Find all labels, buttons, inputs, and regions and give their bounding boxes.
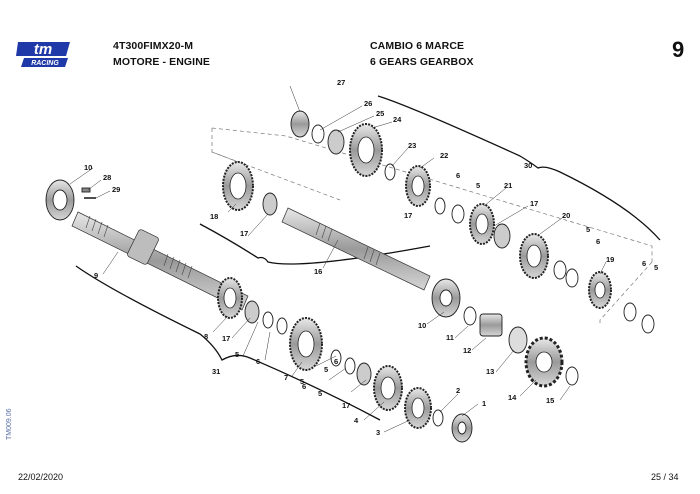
callout-5a: 5 <box>476 181 480 190</box>
callout-1: 1 <box>482 399 486 408</box>
secondary-shaft <box>281 207 431 291</box>
callout-23: 23 <box>408 141 416 150</box>
callout-16: 16 <box>314 267 322 276</box>
group-title: MOTORE - ENGINE <box>113 56 210 68</box>
leader-lines <box>69 85 607 433</box>
callout-5e: 5 <box>318 389 322 398</box>
callout-17b: 17 <box>530 199 538 208</box>
tm-racing-logo: tm RACING <box>16 41 70 67</box>
callout-10a: 10 <box>84 163 92 172</box>
callout-6c: 6 <box>642 259 646 268</box>
callout-numbers: 1 2 3 4 5 5 5 5 5 5 5 6 6 6 6 6 6 7 8 9 … <box>84 78 658 437</box>
callout-12: 12 <box>463 346 471 355</box>
callout-17c: 17 <box>222 334 230 343</box>
callout-5c: 5 <box>654 263 658 272</box>
callout-30: 30 <box>524 161 532 170</box>
section-title-it: CAMBIO 6 MARCE <box>370 40 465 52</box>
logo-text: tm <box>34 41 52 58</box>
page-counter: 25 / 34 <box>651 472 679 482</box>
primary-shaft <box>71 211 249 311</box>
callout-6a: 6 <box>456 171 460 180</box>
page-number: 9 <box>672 37 685 62</box>
callout-28: 28 <box>103 173 111 182</box>
callout-17e: 17 <box>404 211 412 220</box>
callout-21: 21 <box>504 181 512 190</box>
callout-11: 11 <box>446 333 454 342</box>
callout-6b: 6 <box>596 237 600 246</box>
document-code: TM009.06 <box>6 408 13 440</box>
callout-5g: 5 <box>324 365 328 374</box>
section-title-en: 6 GEARS GEARBOX <box>370 56 474 68</box>
callout-31: 31 <box>212 367 220 376</box>
callout-6e: 6 <box>302 382 306 391</box>
guide-lines <box>211 127 653 324</box>
callout-22: 22 <box>440 151 448 160</box>
callout-20: 20 <box>562 211 570 220</box>
callout-18: 18 <box>210 212 218 221</box>
callout-27: 27 <box>337 78 345 87</box>
callout-3: 3 <box>376 428 380 437</box>
logo-subtext: RACING <box>31 60 59 67</box>
callout-24: 24 <box>393 115 402 124</box>
callout-5d: 5 <box>235 350 239 359</box>
callout-6f: 6 <box>334 357 338 366</box>
callout-17d: 17 <box>342 401 350 410</box>
callout-15: 15 <box>546 396 554 405</box>
bearings-washers <box>45 110 655 443</box>
callout-5b: 5 <box>586 225 590 234</box>
gears <box>217 123 612 429</box>
callout-19: 19 <box>606 255 614 264</box>
callout-7: 7 <box>284 373 288 382</box>
callout-6d: 6 <box>256 357 260 366</box>
callout-9: 9 <box>94 271 98 280</box>
callout-2: 2 <box>456 386 460 395</box>
model-code: 4T300FIMX20-M <box>113 40 194 52</box>
group-braces <box>75 95 661 421</box>
callout-13: 13 <box>486 367 494 376</box>
callout-29: 29 <box>112 185 120 194</box>
callout-10b: 10 <box>418 321 426 330</box>
callout-17a: 17 <box>240 229 248 238</box>
callout-8: 8 <box>204 332 208 341</box>
callout-5f: 5 <box>300 377 304 386</box>
document-date: 22/02/2020 <box>18 472 64 482</box>
callout-26: 26 <box>364 99 372 108</box>
callout-4: 4 <box>354 416 359 425</box>
callout-25: 25 <box>376 109 384 118</box>
callout-14: 14 <box>508 393 517 402</box>
